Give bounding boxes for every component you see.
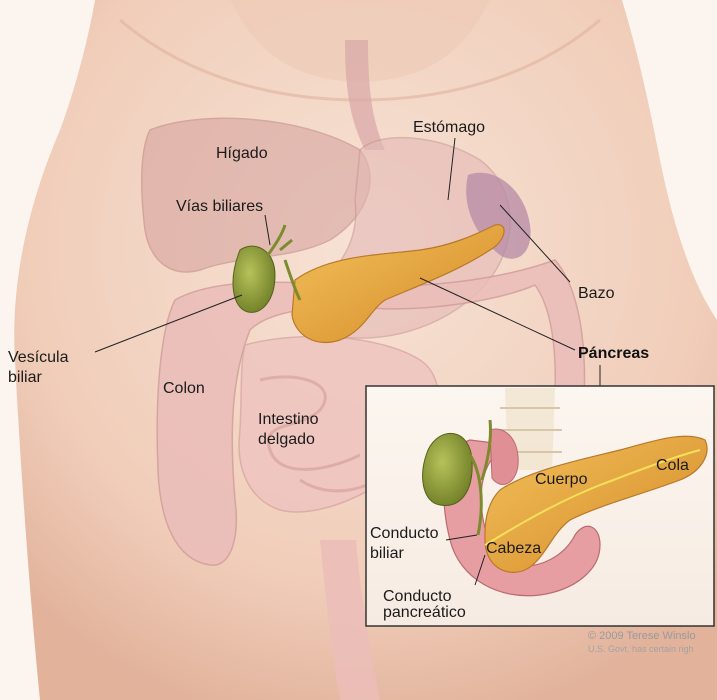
credit-line-1: © 2009 Terese Winslo bbox=[588, 630, 696, 642]
label-intestino-2: delgado bbox=[258, 431, 315, 448]
label-vesicula-1: Vesícula bbox=[8, 349, 69, 366]
label-conducto-biliar-1: Conducto bbox=[370, 525, 439, 542]
label-conducto-pancreatico-2: pancreático bbox=[383, 604, 466, 621]
label-cola: Cola bbox=[656, 457, 689, 474]
label-vias-biliares: Vías biliares bbox=[176, 198, 263, 215]
label-pancreas: Páncreas bbox=[578, 345, 649, 362]
label-colon: Colon bbox=[163, 380, 205, 397]
label-bazo: Bazo bbox=[578, 285, 615, 302]
label-vesicula-2: biliar bbox=[8, 369, 42, 386]
label-cuerpo: Cuerpo bbox=[535, 471, 588, 488]
label-conducto-biliar-2: biliar bbox=[370, 545, 404, 562]
label-cabeza: Cabeza bbox=[486, 540, 541, 557]
label-conducto-pancreatico-1: Conducto bbox=[383, 588, 452, 605]
credit-line-2: U.S. Govt. has certain righ bbox=[588, 644, 694, 654]
inset-panel: Cuerpo Cola Conducto biliar Cabeza Condu… bbox=[366, 386, 714, 626]
label-intestino-1: Intestino bbox=[258, 411, 319, 428]
label-estomago: Estómago bbox=[413, 119, 485, 136]
label-higado: Hígado bbox=[216, 145, 268, 162]
